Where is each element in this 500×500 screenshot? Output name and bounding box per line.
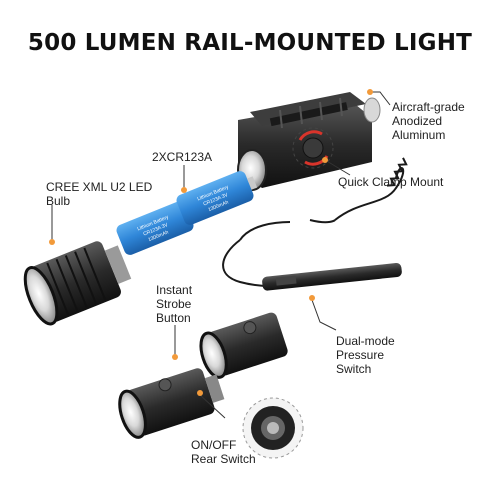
leader-onoff bbox=[199, 394, 226, 419]
pressure-switch-cable bbox=[222, 157, 408, 291]
rear-switch-detail bbox=[242, 397, 304, 459]
label-aircraft-grade: Aircraft-grade Anodized Aluminum bbox=[392, 100, 465, 142]
rail-mount-body bbox=[237, 92, 381, 191]
label-onoff-switch: ON/OFF Rear Switch bbox=[191, 438, 256, 466]
label-quick-clamp: Quick Clamp Mount bbox=[338, 175, 444, 189]
label-strobe-button: Instant Strobe Button bbox=[156, 283, 193, 325]
label-cree-led: CREE XML U2 LED Bulb bbox=[46, 180, 153, 208]
clamp-marker-top bbox=[298, 130, 323, 141]
label-battery-title: 2XCR123A bbox=[152, 150, 213, 164]
leader-pressure bbox=[311, 299, 337, 331]
led-head bbox=[23, 241, 132, 326]
strobe-module bbox=[199, 312, 288, 379]
battery-left: Lithium Battery CR123A 3V 1300mAh bbox=[116, 201, 198, 255]
leader-aircraft bbox=[370, 91, 391, 106]
page-title: 500 LUMEN RAIL-MOUNTED LIGHT bbox=[27, 30, 473, 56]
label-pressure-switch: Dual-mode Pressure Switch bbox=[336, 334, 395, 376]
leader-clamp bbox=[324, 159, 351, 176]
rear-module bbox=[118, 368, 225, 439]
battery-right: Lithium Battery CR123A 3V 1300mAh bbox=[176, 171, 258, 225]
